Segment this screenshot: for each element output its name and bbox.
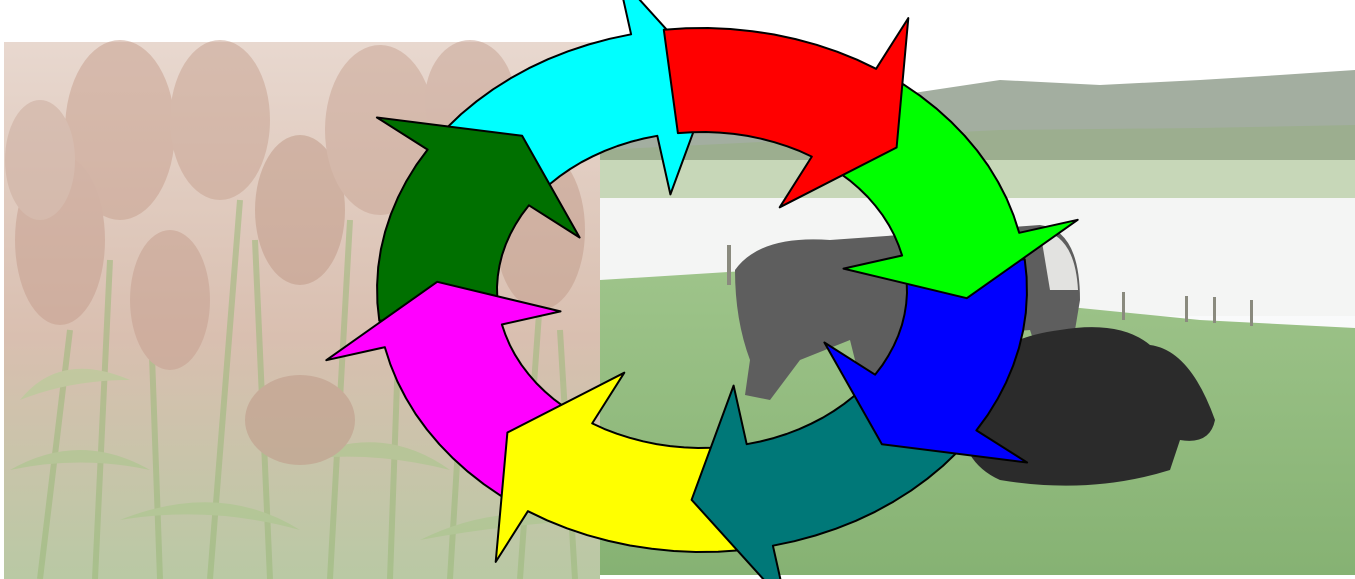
lying-cow [959,327,1215,486]
red-cycle-arrow [662,17,910,209]
dark-green-cycle-arrow [375,116,581,322]
yellow-cycle-arrow [494,371,742,563]
cycle-arrow-ring [325,0,1079,579]
blue-cycle-arrow [823,258,1029,464]
